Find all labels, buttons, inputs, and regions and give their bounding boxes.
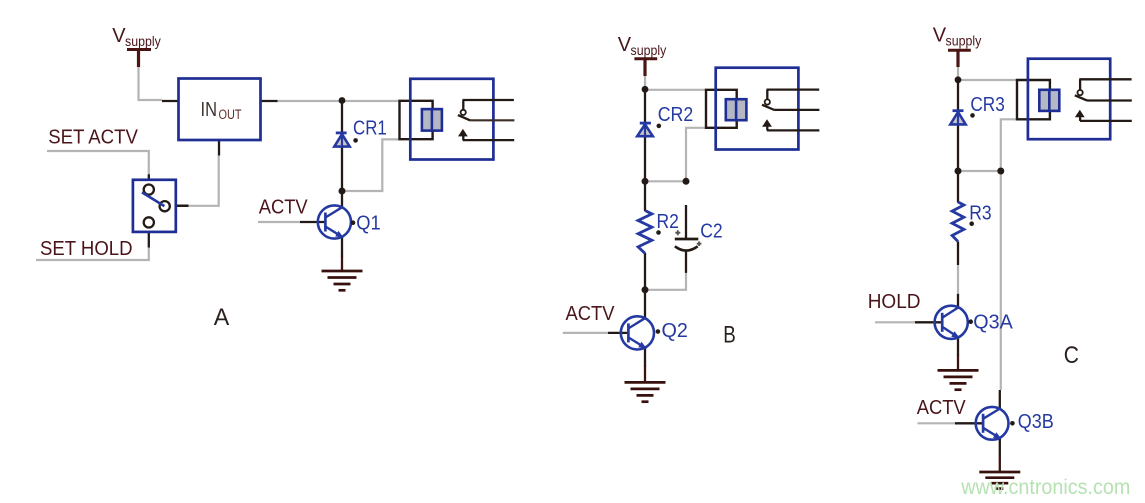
svg-text:V: V bbox=[618, 34, 632, 56]
svg-text:CR3: CR3 bbox=[970, 94, 1004, 116]
svg-text:CR2: CR2 bbox=[658, 104, 694, 126]
svg-text:A: A bbox=[214, 304, 230, 331]
svg-text:supply: supply bbox=[631, 43, 667, 58]
svg-text:C: C bbox=[1064, 342, 1079, 369]
svg-text:OUT: OUT bbox=[219, 107, 242, 122]
svg-text:HOLD: HOLD bbox=[868, 291, 921, 313]
svg-text:CR1: CR1 bbox=[353, 118, 387, 140]
svg-text:V: V bbox=[933, 24, 947, 46]
svg-text:B: B bbox=[723, 321, 736, 348]
svg-text:Q1: Q1 bbox=[356, 212, 381, 234]
svg-text:supply: supply bbox=[125, 34, 161, 49]
svg-text:Q3B: Q3B bbox=[1018, 411, 1054, 433]
svg-text:R3: R3 bbox=[969, 202, 991, 224]
svg-text:ACTV: ACTV bbox=[566, 303, 616, 325]
svg-text:ACTV: ACTV bbox=[917, 397, 967, 419]
svg-text:V: V bbox=[112, 25, 126, 47]
svg-text:Q3A: Q3A bbox=[973, 312, 1013, 334]
svg-text:R2: R2 bbox=[657, 211, 679, 233]
svg-text:IN: IN bbox=[201, 99, 218, 121]
svg-text:ACTV: ACTV bbox=[259, 196, 309, 218]
svg-text:C2: C2 bbox=[700, 220, 722, 242]
svg-text:SET ACTV: SET ACTV bbox=[48, 127, 138, 149]
svg-text:Q2: Q2 bbox=[662, 320, 688, 342]
svg-text:SET HOLD: SET HOLD bbox=[40, 238, 133, 260]
svg-text:www.cntronics.com: www.cntronics.com bbox=[960, 476, 1130, 499]
svg-text:supply: supply bbox=[946, 34, 982, 49]
